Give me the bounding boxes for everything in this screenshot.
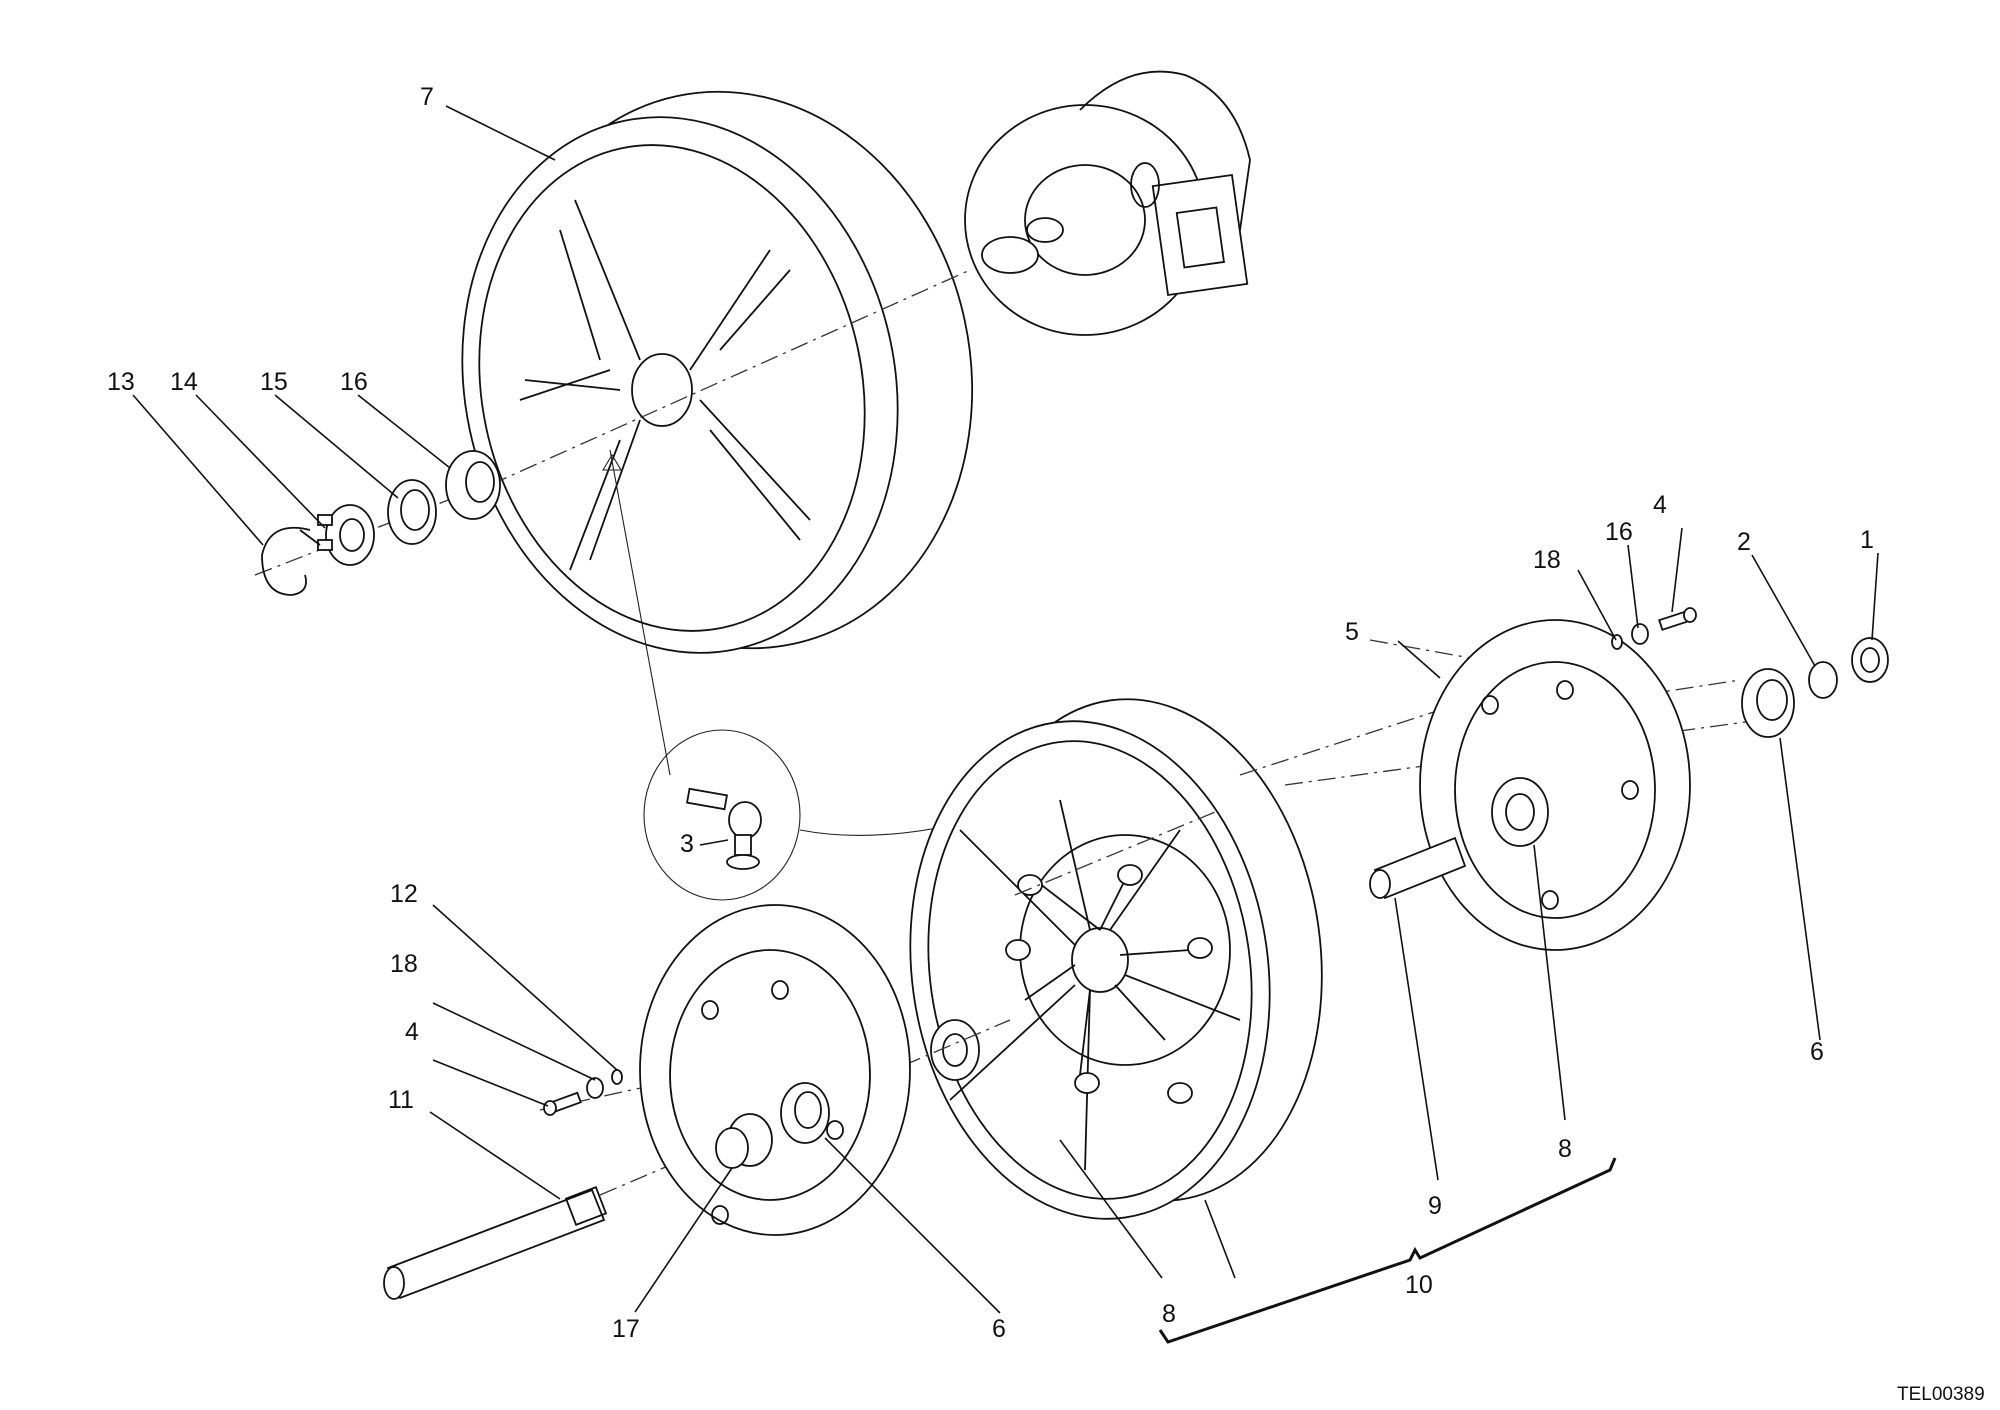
callout-16-right: 16 — [1605, 518, 1633, 546]
part-9-spacer — [1369, 836, 1467, 900]
callout-14: 15 — [260, 368, 288, 396]
callout-12: 13 — [107, 368, 135, 396]
front-brake-disc-right — [1419, 619, 1691, 951]
leader-lines — [132, 105, 1879, 1314]
callout-6-left: 6 — [992, 1315, 1006, 1343]
callout-9: 9 — [1428, 1192, 1442, 1220]
callout-18-left: 12 — [390, 880, 418, 908]
rear-disc-sprocket-assembly — [964, 70, 1251, 336]
callout-18-right: 18 — [1533, 546, 1561, 574]
front-brake-disc-left — [639, 904, 911, 1236]
callout-2: 2 — [1737, 528, 1751, 556]
front-wheel-hub — [949, 799, 1241, 1171]
part-16-washer-left — [586, 1077, 604, 1099]
callout-15: 16 — [340, 368, 368, 396]
callout-labels: 7 13 14 15 16 3 5 18 16 4 2 1 6 8 9 10 8… — [107, 83, 1985, 1405]
part-4-bolt-left — [543, 1091, 582, 1116]
part-1-nut — [1851, 637, 1889, 683]
callout-1: 1 — [1860, 526, 1874, 554]
part-3-valve — [686, 787, 762, 870]
part-13-castle-nut — [317, 504, 375, 566]
part-2-ring — [1808, 661, 1838, 699]
callout-13: 14 — [170, 368, 198, 396]
part-14-washer — [387, 479, 437, 545]
part-18-washer-left — [611, 1069, 623, 1085]
callout-8-left: 8 — [1162, 1300, 1176, 1328]
part-11-axle — [383, 1186, 608, 1300]
part-8-bearing-right — [1491, 777, 1549, 847]
part-16-washer-right — [1631, 623, 1649, 645]
callout-6-right: 6 — [1810, 1038, 1824, 1066]
drawing-code: TEL00389 — [1897, 1384, 1985, 1405]
rear-wheel-rim — [461, 90, 974, 654]
callout-11: 11 — [388, 1086, 414, 1114]
part-6-seal-left — [780, 1082, 830, 1144]
part-18-washer-right — [1611, 634, 1623, 650]
callout-7: 7 — [420, 83, 434, 111]
callout-3: 3 — [680, 830, 694, 858]
callout-10: 10 — [1405, 1271, 1433, 1299]
part-17-spacer — [715, 1113, 773, 1169]
callout-17: 17 — [612, 1315, 640, 1343]
part-12-clip — [261, 526, 321, 596]
part-4-bolt-right — [1658, 607, 1697, 631]
callout-4-right: 4 — [1653, 491, 1667, 519]
callout-16-left: 18 — [390, 950, 418, 978]
callout-8-right: 8 — [1558, 1135, 1572, 1163]
part-15-spacer — [445, 450, 501, 520]
part-8-bearing-left — [930, 1019, 980, 1081]
callout-4-left: 4 — [405, 1018, 419, 1046]
callout-5: 5 — [1345, 618, 1359, 646]
part-6-seal-right — [1741, 668, 1795, 738]
